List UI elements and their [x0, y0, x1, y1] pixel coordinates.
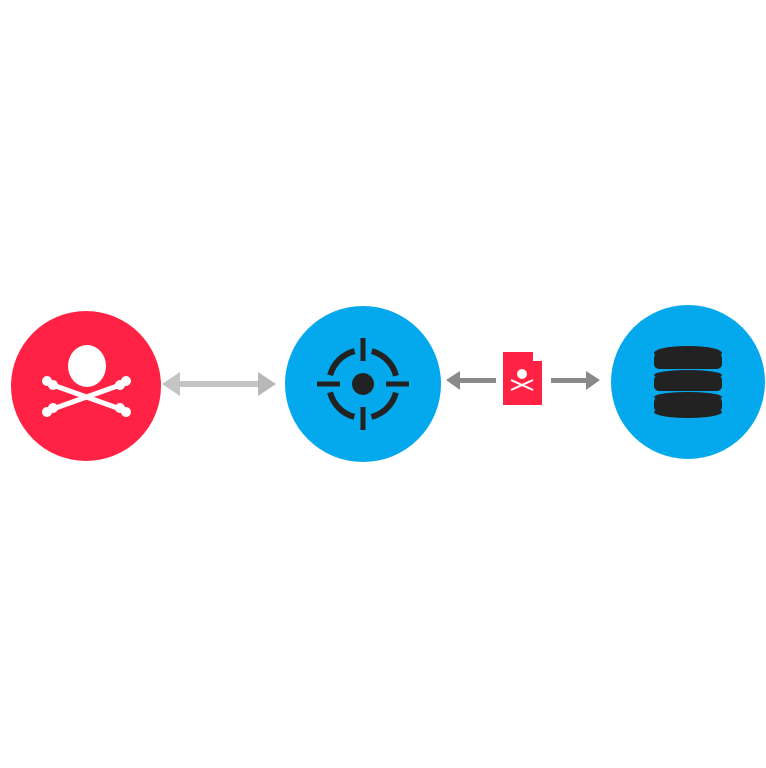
arrow-to-target [446, 371, 496, 390]
bidirectional-arrow [162, 372, 276, 396]
attacker-node [11, 311, 161, 461]
crosshair-target-icon [317, 338, 409, 430]
database-icon [654, 346, 722, 418]
database-node [611, 305, 765, 459]
skull-crossbones-icon [42, 345, 131, 417]
malicious-file-icon [503, 352, 542, 405]
arrow-to-database [551, 371, 600, 390]
target-node [285, 306, 441, 462]
